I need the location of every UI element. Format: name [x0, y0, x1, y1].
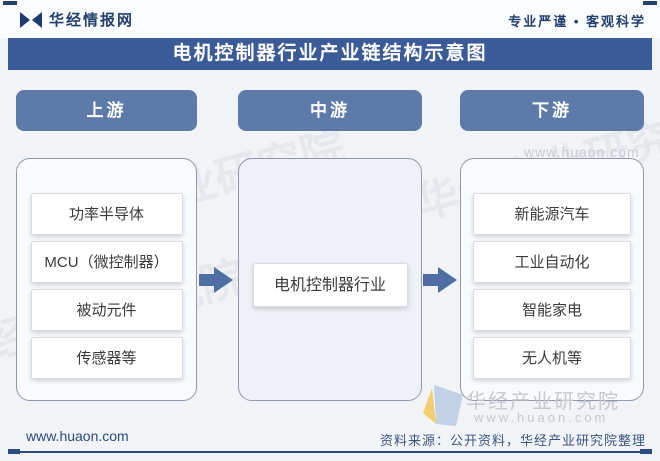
- downstream-item-smart-appliances: 智能家电: [473, 289, 631, 331]
- brand: 华经情报网: [20, 9, 134, 30]
- arrow-shaft: [423, 274, 438, 286]
- upstream-item-power-semiconductor: 功率半导体: [30, 193, 183, 235]
- footer-left-dash: [8, 449, 20, 454]
- footer-divider: [8, 451, 652, 453]
- top-right-dash: [643, 1, 657, 5]
- page-title: 电机控制器行业产业链结构示意图: [8, 38, 652, 70]
- upstream-header: 上游: [16, 90, 197, 131]
- midstream-header: 中游: [238, 90, 422, 131]
- huajing-logo-icon: [20, 11, 42, 28]
- upstream-item-mcu: MCU（微控制器）: [30, 241, 183, 283]
- logo-triangle-left-icon: [32, 11, 42, 28]
- downstream-item-nev: 新能源汽车: [473, 193, 631, 235]
- footer-site-url: www.huaon.com: [26, 428, 129, 444]
- watermark-logo-icon: [423, 385, 463, 426]
- brand-name: 华经情报网: [49, 12, 135, 29]
- arrow-shaft: [199, 274, 214, 286]
- logo-triangle-right-icon: [20, 11, 30, 28]
- slogan-text: 专业严谨 • 客观科学: [508, 14, 646, 29]
- arrow-midstream-to-downstream-icon: [423, 267, 457, 293]
- footer-right-dash: [640, 449, 652, 454]
- upstream-item-sensors: 传感器等: [30, 337, 183, 379]
- downstream-item-industrial-automation: 工业自动化: [473, 241, 631, 283]
- top-left-dash: [3, 1, 17, 5]
- top-bar: 华经情报网 专业严谨 • 客观科学: [0, 0, 660, 38]
- bottom-watermark-site: www.huaon.com: [474, 410, 609, 425]
- upstream-box: 功率半导体 MCU（微控制器） 被动元件 传感器等: [16, 158, 197, 401]
- downstream-header: 下游: [460, 90, 644, 131]
- footer-source-note: 资料来源：公开资料，华经产业研究院整理: [379, 433, 646, 448]
- midstream-box: 电机控制器行业: [238, 158, 422, 401]
- arrow-head: [214, 267, 233, 293]
- arrow-head: [438, 267, 457, 293]
- downstream-item-drones: 无人机等: [473, 337, 631, 379]
- midstream-item-motor-controller-industry: 电机控制器行业: [252, 263, 408, 307]
- downstream-box: 新能源汽车 工业自动化 智能家电 无人机等: [460, 158, 644, 401]
- upstream-item-passive-components: 被动元件: [30, 289, 183, 331]
- arrow-upstream-to-midstream-icon: [199, 267, 233, 293]
